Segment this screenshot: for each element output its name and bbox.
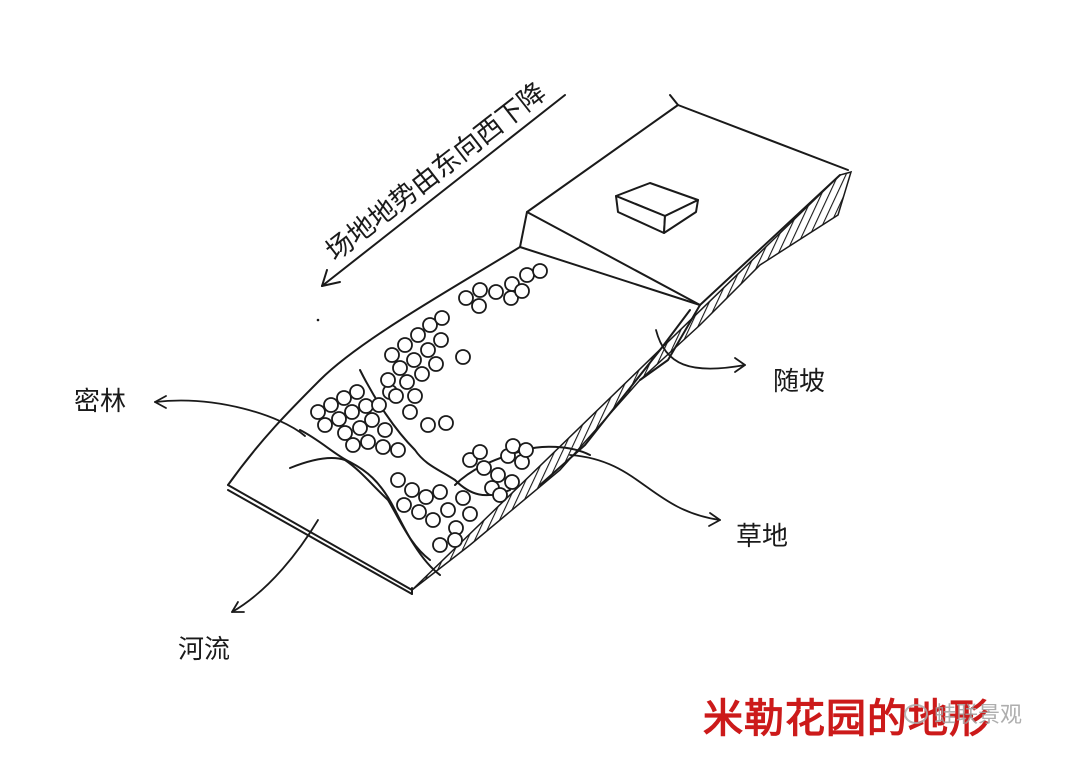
- label-meadow: 草地: [736, 522, 788, 552]
- leader-lines: [155, 330, 745, 612]
- watermark: 蛙联景观: [904, 697, 1022, 729]
- stray-dot: [317, 319, 320, 322]
- label-river: 河流: [178, 635, 230, 665]
- slope-direction-arrow: [322, 95, 565, 286]
- house-block: [616, 183, 698, 233]
- wechat-icon: [904, 704, 928, 724]
- label-dense-forest: 密林: [74, 387, 126, 417]
- label-slope: 随坡: [773, 367, 825, 397]
- leader-meadow: [570, 455, 720, 520]
- forest-cluster-upper: [381, 264, 547, 432]
- slope-direction-label: 场地地势由东向西下降: [320, 77, 552, 268]
- watermark-text: 蛙联景观: [934, 703, 1022, 728]
